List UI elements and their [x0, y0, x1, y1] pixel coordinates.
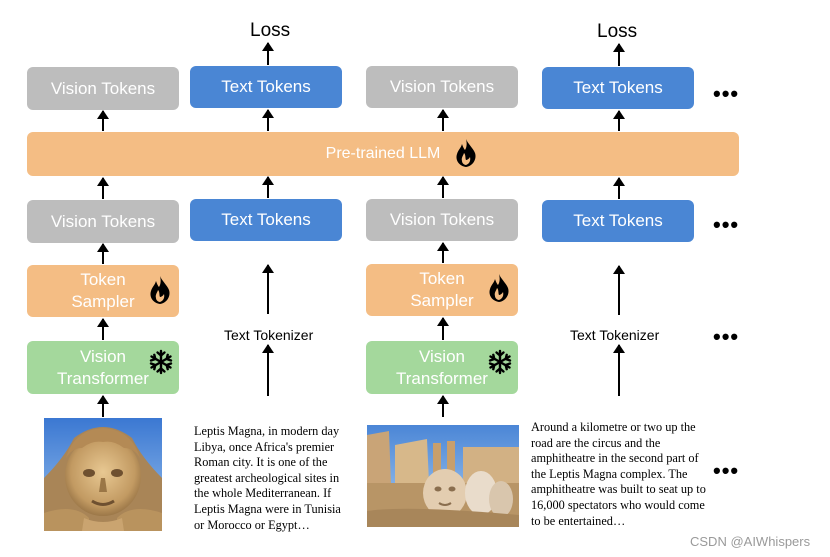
ellipsis-row-2: ••• [713, 212, 740, 237]
ruins-photo [367, 425, 519, 527]
text-tokenizer-label-2: Text Tokenizer [570, 327, 660, 343]
arrow-up [613, 177, 625, 199]
medusa-relief-photo [44, 418, 162, 531]
text-tokens-label: Text Tokens [221, 77, 311, 96]
text-tokens-label: Text Tokens [573, 211, 663, 230]
ellipsis-row-3: ••• [713, 324, 740, 349]
arrow-up [613, 344, 625, 396]
arrow-up [97, 243, 109, 264]
vision-tokens-label: Vision Tokens [389, 210, 495, 229]
vision-transformer-label-line-2: Transformer [396, 368, 488, 388]
text-tokens-label: Text Tokens [573, 78, 663, 97]
watermark: CSDN @AIWhispers [690, 534, 811, 549]
arrow-up [97, 110, 109, 131]
text-tokenizer-label-1: Text Tokenizer [224, 327, 314, 343]
text-tokens-label: Text Tokens [221, 210, 311, 229]
vision-tokens-input-2: Vision Tokens [366, 199, 518, 241]
token-sampler-label-line-2: Sampler [71, 292, 135, 311]
arrow-up [262, 176, 274, 198]
token-sampler-label-line-2: Sampler [410, 291, 474, 310]
arrow-up [97, 177, 109, 199]
arrow-up [437, 317, 449, 340]
token-sampler-label-line-1: Token [419, 269, 465, 288]
arrow-up [262, 42, 274, 65]
vision-tokens-label: Vision Tokens [389, 77, 495, 96]
arrow-up [262, 344, 274, 396]
ellipsis-row-1: ••• [713, 81, 740, 106]
caption-1: Leptis Magna, in modern day Libya, once … [194, 424, 341, 532]
flame-icon [489, 274, 509, 302]
loss-label-1: Loss [250, 20, 291, 41]
pretrained-llm-box: Pre-trained LLM [27, 132, 739, 176]
vision-tokens-input-1: Vision Tokens [27, 200, 179, 243]
flame-icon [456, 139, 476, 167]
vision-tokens-label: Vision Tokens [50, 211, 156, 231]
vision-transformer-label-line-2: Transformer [57, 368, 149, 388]
vision-tokens-label: Vision Tokens [50, 78, 156, 98]
snowflake-icon [488, 349, 512, 375]
vision-tokens-output-2: Vision Tokens [366, 66, 518, 108]
vision-transformer-label-line-1: Vision [419, 346, 465, 366]
caption-2: Around a kilometre or two up the road ar… [531, 420, 706, 528]
vision-transformer-1: Vision Transformer [27, 341, 179, 394]
arrow-up [613, 265, 625, 315]
ellipsis-row-4: ••• [713, 458, 740, 483]
text-tokens-output-2: Text Tokens [542, 67, 694, 109]
vision-tokens-output-1: Vision Tokens [27, 67, 179, 110]
arrow-up [437, 395, 449, 417]
arrow-up [262, 109, 274, 131]
arrow-up [97, 318, 109, 340]
arrow-up [262, 264, 274, 314]
text-tokens-output-1: Text Tokens [190, 66, 342, 108]
text-tokens-input-2: Text Tokens [542, 200, 694, 242]
flame-icon [150, 276, 170, 304]
arrow-up [437, 176, 449, 198]
arrow-up [437, 242, 449, 263]
pretrained-llm-label: Pre-trained LLM [325, 145, 441, 162]
arrow-up [97, 395, 109, 417]
arrow-up [437, 109, 449, 131]
arrow-up [613, 43, 625, 66]
arrow-up [613, 110, 625, 131]
vision-transformer-label-line-1: Vision [80, 346, 126, 366]
token-sampler-label-line-1: Token [80, 270, 126, 289]
snowflake-icon [149, 349, 173, 375]
loss-label-2: Loss [597, 21, 638, 42]
text-tokens-input-1: Text Tokens [190, 199, 342, 241]
